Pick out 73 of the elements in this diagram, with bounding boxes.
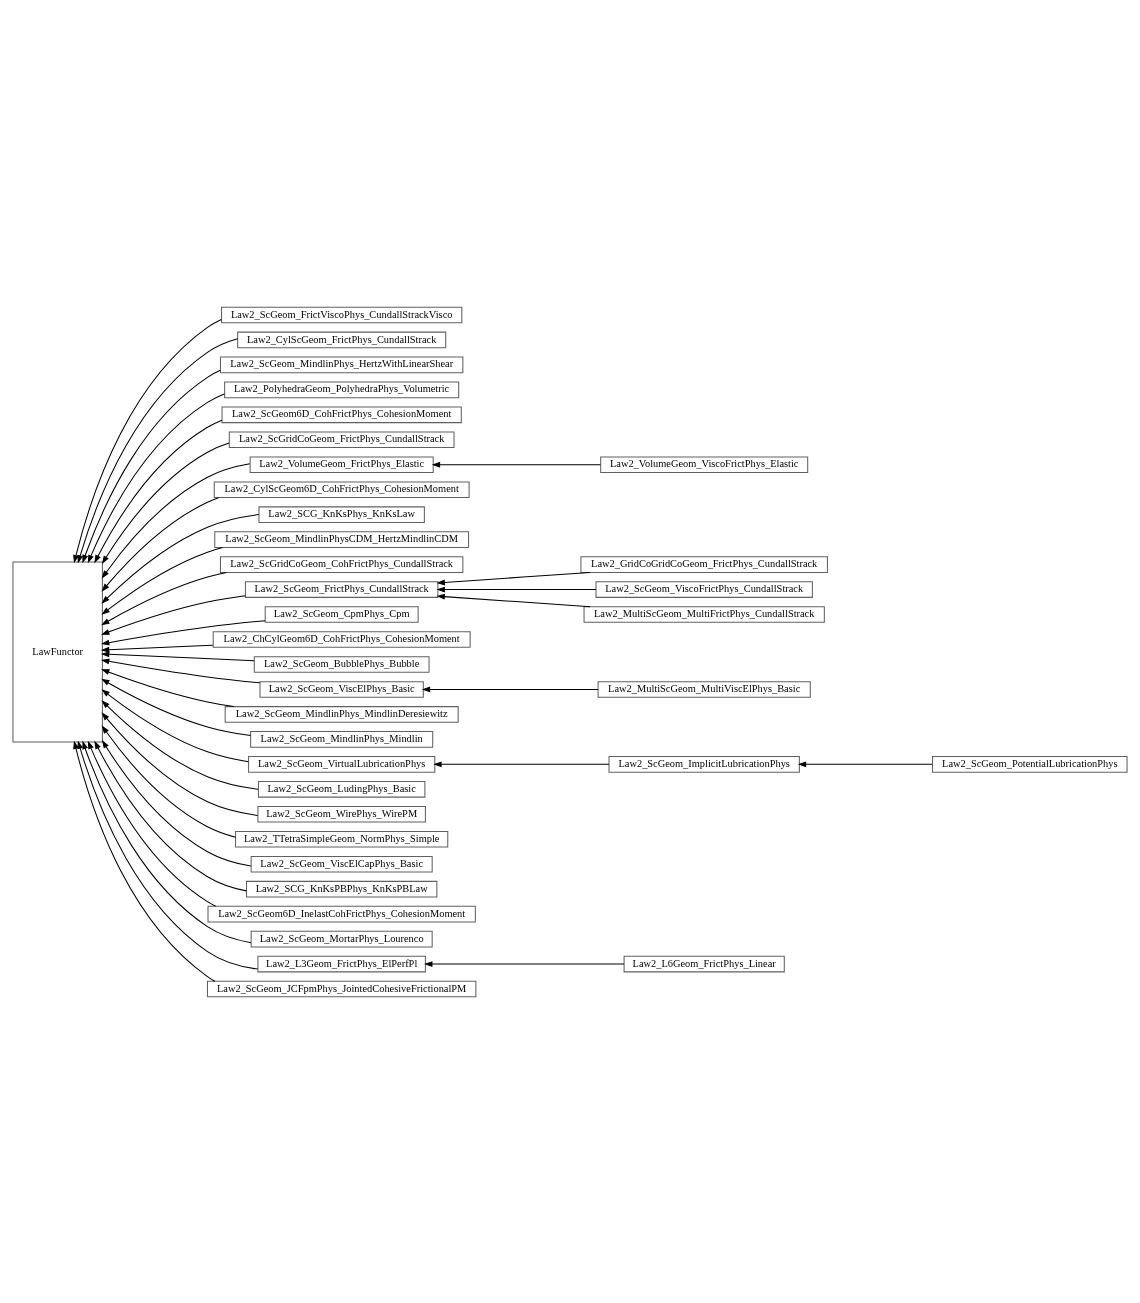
arrow (101, 688, 249, 762)
node-box: Law2_ChCylGeom6D_CohFrictPhys_CohesionMoment (212, 630, 471, 648)
node-box: Law2_PolyhedraGeom_PolyhedraPhys_Volumetric (224, 381, 460, 398)
arrow (101, 594, 246, 635)
arrow (101, 711, 259, 816)
node-box: Law2_ScGeom_CpmPhys_Cpm (264, 605, 419, 623)
arrow (101, 739, 252, 867)
arrow (424, 960, 625, 967)
node-box: Law2_SCG_KnKsPhys_KnKsLaw (258, 505, 425, 523)
arrow (100, 650, 255, 661)
node-box: Law2_ScGeom_MindlinPhysCDM_HertzMindlinCDM (214, 530, 470, 548)
node-box: Law2_MultiScGeom_MultiViscElPhys_Basic (597, 680, 811, 698)
node-box: Law2_ScGeom_LudingPhys_Basic (257, 780, 426, 798)
node-box: Law2_ScGeom_MindlinPhys_HertzWithLinearShear (219, 356, 464, 373)
arrow (436, 593, 591, 607)
node-box: LawFunctor (12, 561, 103, 742)
arrow (436, 586, 597, 592)
arrow (100, 644, 214, 653)
arrow (82, 740, 252, 943)
node-box: Law2_ScGeom_ViscoFrictPhys_CundallStrack (595, 580, 813, 598)
arrow (77, 337, 239, 563)
node-box: Law2_ScGridCoGeom_FrictPhys_CundallStrack (228, 430, 455, 448)
node-box: Law2_CylScGeom_FrictPhys_CundallStrack (237, 331, 447, 348)
node-box: Law2_ScGeom_ViscElPhys_Basic (259, 680, 424, 698)
arrow (101, 678, 252, 736)
node-box: Law2_ScGeom_FrictViscoPhys_CundallStrackVisco (221, 306, 463, 323)
node-box: Law2_ScGridCoGeom_CohFrictPhys_CundallStrack (219, 555, 464, 573)
arrow (101, 462, 251, 579)
node-box: Law2_ScGeom_BubblePhys_Bubble (253, 655, 430, 673)
node-box: Law2_GridCoGridCoGeom_FrictPhys_CundallStrack (580, 555, 828, 573)
node-box: Law2_VolumeGeom_ViscoFrictPhys_Elastic (600, 455, 809, 473)
node-box: Law2_ScGeom_PotentialLubricationPhys (932, 755, 1128, 773)
node-box: Law2_L3Geom_FrictPhys_ElPerfPl (257, 955, 426, 972)
arrow (101, 513, 260, 604)
arrow (101, 442, 230, 564)
arrow (797, 760, 933, 767)
arrow (101, 658, 261, 683)
node-box: Law2_ScGeom_JCFpmPhys_JointedCohesiveFrictionalPM (206, 980, 477, 997)
arrow (101, 546, 224, 615)
node-box: Law2_ScGeom_WirePhys_WirePM (257, 805, 426, 823)
arrow (101, 668, 235, 707)
node-box: Law2_ScGeom_FrictPhys_CundallStrack (244, 580, 439, 598)
arrow (82, 369, 221, 563)
arrow (101, 571, 227, 625)
arrow (101, 699, 259, 790)
node-box: Law2_ScGeom6D_InelastCohFrictPhys_CohesionMoment (207, 905, 476, 922)
arrow (94, 740, 247, 891)
arrow (421, 686, 599, 692)
node-box: Law2_ScGeom_MindlinPhys_Mindlin (250, 730, 434, 748)
node-box: Law2_SCG_KnKsPBPhys_KnKsPBLaw (245, 880, 438, 897)
arrow (73, 318, 222, 563)
node-box: Law2_ScGeom_ImplicitLubricationPhys (608, 755, 800, 773)
arrow (77, 740, 259, 970)
arrow (431, 461, 601, 468)
node-box: Law2_ScGeom_ViscElCapPhys_Basic (250, 855, 433, 873)
arrow (94, 419, 223, 563)
node-box: Law2_TTetraSimpleGeom_NormPhys_Simple (235, 830, 449, 848)
arrow (101, 724, 237, 838)
arrow (433, 760, 610, 767)
node-box: Law2_ScGeom_MortarPhys_Lourenco (250, 930, 433, 947)
arrow (101, 619, 266, 645)
node-box: Law2_ScGeom6D_CohFrictPhys_CohesionMoment (221, 406, 462, 423)
arrow (73, 740, 216, 982)
arrow (87, 392, 225, 563)
node-box: Law2_MultiScGeom_MultiFrictPhys_CundallStrack (583, 605, 825, 623)
node-box: Law2_ScGeom_MindlinPhys_MindlinDeresiewitz (224, 705, 459, 723)
arrow (436, 571, 591, 585)
node-box: Law2_VolumeGeom_FrictPhys_Elastic (249, 455, 434, 473)
arrow (87, 740, 217, 907)
arrow (101, 496, 219, 592)
node-box: Law2_CylScGeom6D_CohFrictPhys_CohesionMoment (213, 480, 470, 498)
node-box: Law2_ScGeom_VirtualLubricationPhys (248, 755, 436, 773)
node-box: Law2_L6Geom_FrictPhys_Linear (623, 955, 785, 972)
